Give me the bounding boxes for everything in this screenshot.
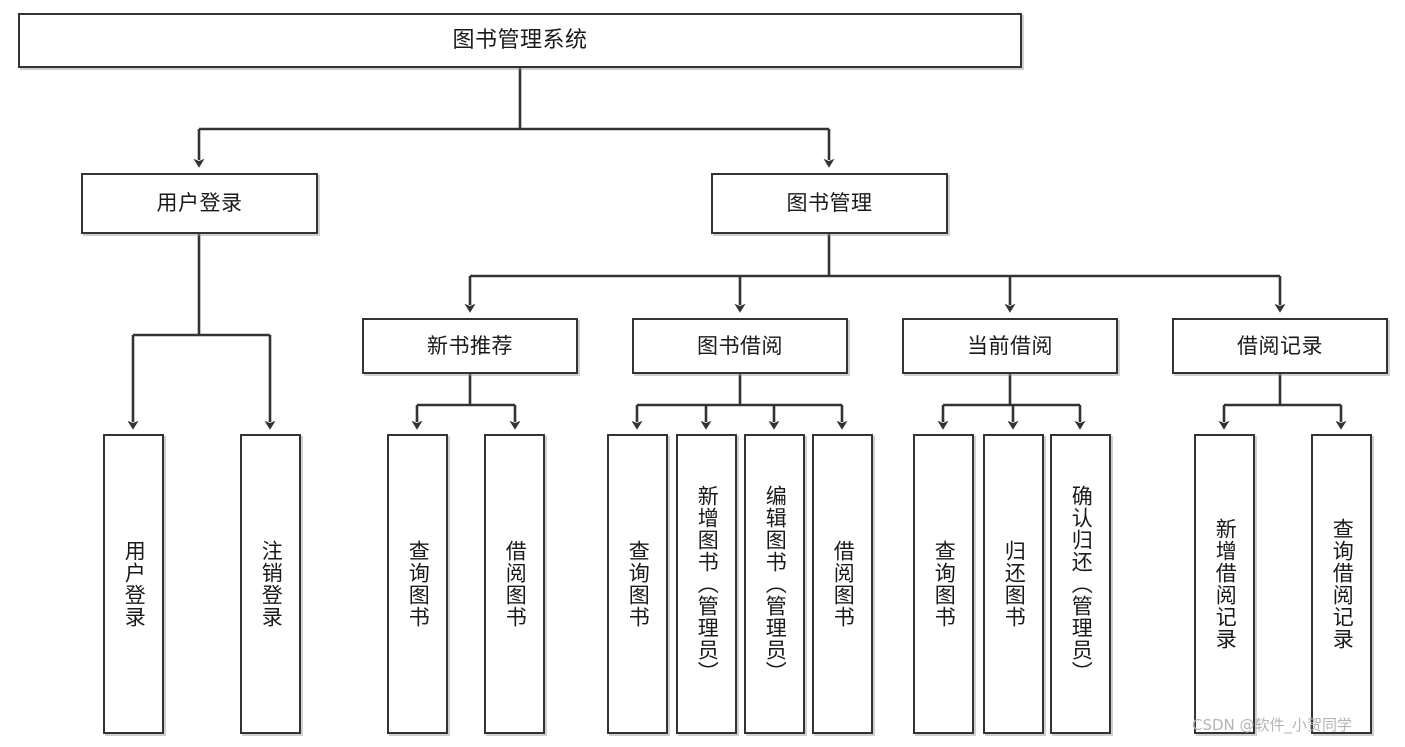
node-label: 查询借阅记录 [1330, 518, 1355, 650]
node-leaf-user-login[interactable]: 用户登录 [103, 434, 164, 734]
node-label: 查询图书 [626, 540, 651, 628]
node-label: 新增借阅记录 [1213, 518, 1238, 650]
node-leaf-borrow-book[interactable]: 借阅图书 [812, 434, 873, 734]
node-leaf-return-book[interactable]: 归还图书 [983, 434, 1044, 734]
node-label: 借阅图书 [503, 540, 528, 628]
node-borrow-record[interactable]: 借阅记录 [1172, 318, 1388, 374]
node-label: 图书借阅 [697, 333, 783, 358]
node-leaf-query-borrow-record[interactable]: 查询借阅记录 [1311, 434, 1372, 734]
node-label: 用户登录 [122, 540, 147, 628]
node-leaf-logout[interactable]: 注销登录 [240, 434, 301, 734]
node-label: 确认归还（管理员） [1069, 485, 1094, 683]
node-label: 注销登录 [259, 540, 284, 628]
node-label: 查询图书 [406, 540, 431, 628]
node-book-management[interactable]: 图书管理 [711, 173, 948, 234]
node-leaf-borrow-book-recommend[interactable]: 借阅图书 [484, 434, 545, 734]
node-label: 用户登录 [156, 191, 243, 216]
node-label: 新书推荐 [427, 333, 513, 358]
node-leaf-query-book-borrow[interactable]: 查询图书 [607, 434, 668, 734]
node-label: 归还图书 [1002, 540, 1027, 628]
node-label: 编辑图书（管理员） [763, 485, 788, 683]
node-leaf-add-borrow-record[interactable]: 新增借阅记录 [1194, 434, 1255, 734]
node-label: 图书管理系统 [452, 27, 588, 53]
node-leaf-add-book-admin[interactable]: 新增图书（管理员） [676, 434, 737, 734]
node-label: 查询图书 [932, 540, 957, 628]
node-current-borrow[interactable]: 当前借阅 [902, 318, 1118, 374]
node-leaf-edit-book-admin[interactable]: 编辑图书（管理员） [744, 434, 805, 734]
node-new-book-recommend[interactable]: 新书推荐 [362, 318, 578, 374]
csdn-watermark: CSDN @软件_小贺同学 [1192, 716, 1353, 734]
node-leaf-query-book-current[interactable]: 查询图书 [913, 434, 974, 734]
node-label: 借阅图书 [831, 540, 856, 628]
node-book-borrow[interactable]: 图书借阅 [632, 318, 848, 374]
node-leaf-confirm-return-admin[interactable]: 确认归还（管理员） [1050, 434, 1111, 734]
node-label: 当前借阅 [967, 333, 1053, 358]
node-root-system[interactable]: 图书管理系统 [18, 13, 1022, 68]
node-label: 借阅记录 [1237, 333, 1323, 358]
node-label: 新增图书（管理员） [695, 485, 720, 683]
node-label: 图书管理 [786, 191, 873, 216]
node-leaf-query-book-recommend[interactable]: 查询图书 [387, 434, 448, 734]
node-user-login[interactable]: 用户登录 [81, 173, 318, 234]
